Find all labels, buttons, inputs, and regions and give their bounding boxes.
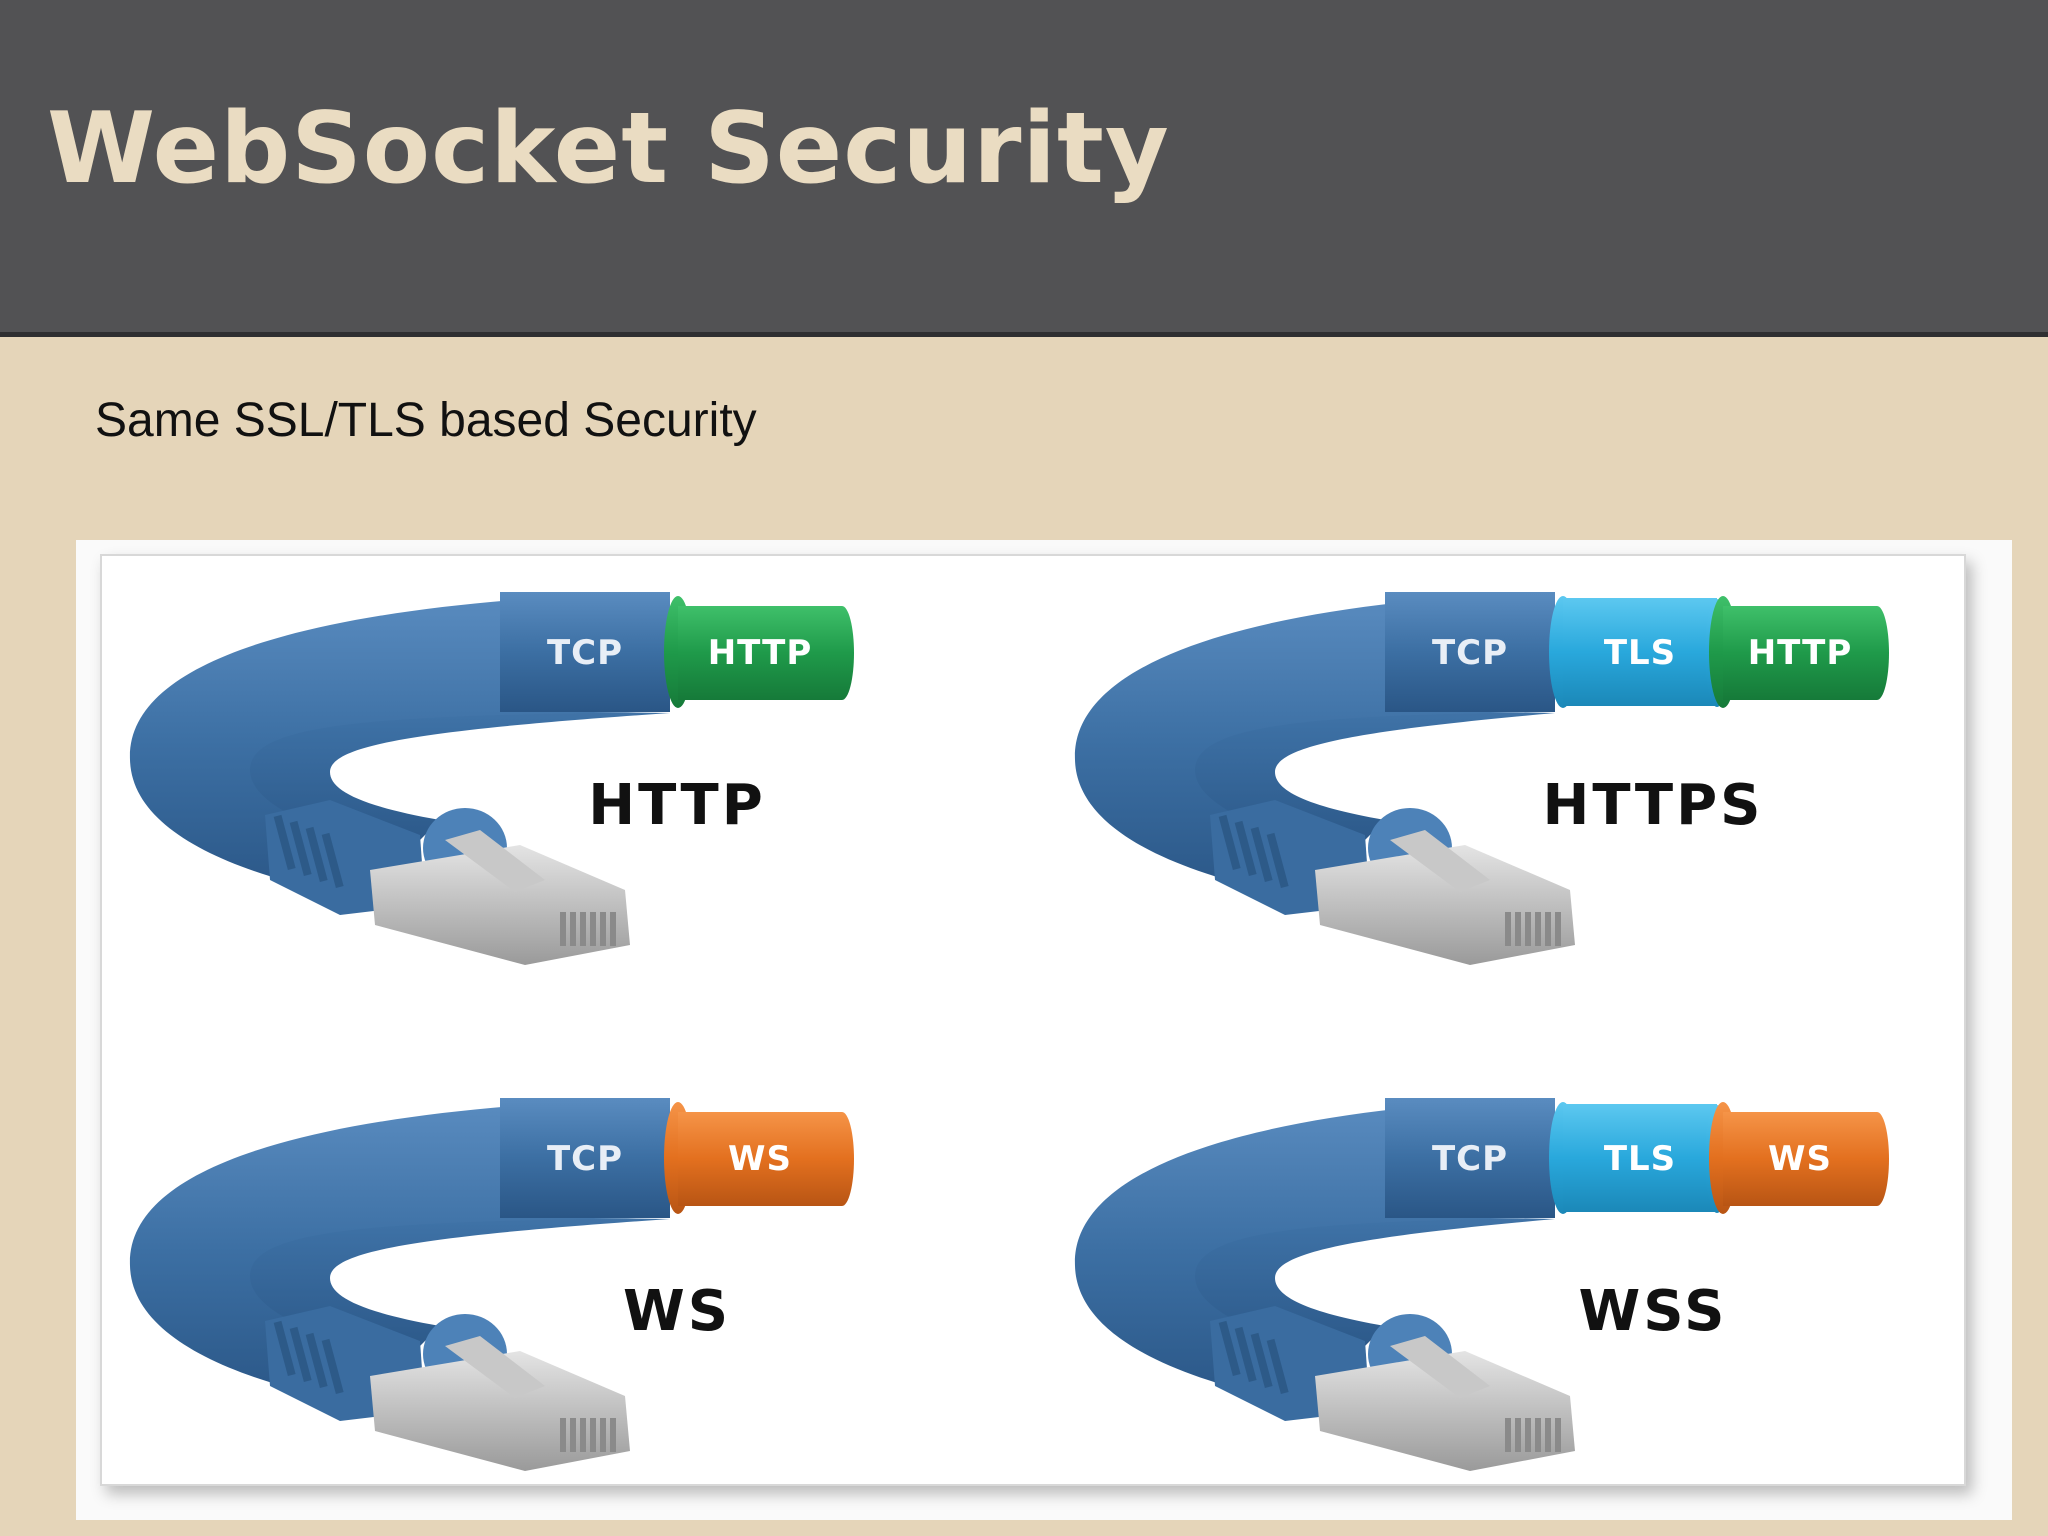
rj45-contact xyxy=(1515,1418,1521,1452)
rj45-contact xyxy=(610,1418,616,1452)
slide-title: WebSocket Security xyxy=(47,92,1170,206)
segment-http-end xyxy=(830,606,854,700)
segment-ws-end xyxy=(1865,1112,1889,1206)
segment-tls xyxy=(1563,1104,1717,1212)
segment-ws xyxy=(678,1112,842,1206)
tcp-segment xyxy=(500,592,670,712)
rj45-contact xyxy=(1555,912,1561,946)
rj45-contact xyxy=(610,912,616,946)
cable-body xyxy=(1160,1106,1555,1366)
rj45-contact xyxy=(590,912,596,946)
rj45-contact xyxy=(1535,912,1541,946)
boot-ridge xyxy=(1250,826,1273,883)
segment-http-end xyxy=(1865,606,1889,700)
segment-label-tls: TLS xyxy=(1604,1139,1676,1179)
cable-http: TCP HTTP HTTP xyxy=(129,592,854,965)
boot-ridge xyxy=(1234,1326,1257,1383)
slide-subtitle: Same SSL/TLS based Security xyxy=(95,394,757,447)
segment-label-tls: TLS xyxy=(1604,633,1676,673)
rj45-contact xyxy=(1505,912,1511,946)
rj45-latch xyxy=(1390,1336,1490,1398)
rj45-contact xyxy=(600,1418,606,1452)
tcp-segment xyxy=(1385,592,1555,712)
rj45-latch xyxy=(445,1336,545,1398)
segment-label-tcp: TCP xyxy=(547,633,623,673)
cable-ws: TCP WS WS xyxy=(129,1098,854,1471)
boot-ridge xyxy=(273,1320,296,1377)
protocol-name-wss: WSS xyxy=(1579,1279,1728,1344)
rj45-contact xyxy=(1505,1418,1511,1452)
segment-label-http: HTTP xyxy=(708,633,813,673)
segment-label-ws: WS xyxy=(728,1139,792,1179)
segment-label-tcp: TCP xyxy=(1432,1139,1508,1179)
tcp-segment xyxy=(1385,1098,1555,1218)
segment-ws-end xyxy=(830,1112,854,1206)
rj45-contact xyxy=(1535,1418,1541,1452)
rj45-latch xyxy=(1390,830,1490,892)
segment-label-ws: WS xyxy=(1768,1139,1832,1179)
rj45-contact xyxy=(1555,1418,1561,1452)
boot-ridge xyxy=(289,820,312,877)
segment-ws xyxy=(1723,1112,1877,1206)
protocol-name-https: HTTPS xyxy=(1543,773,1764,838)
boot-ridge xyxy=(305,826,328,883)
cable-body xyxy=(215,1106,670,1366)
protocol-name-http: HTTP xyxy=(588,773,766,838)
boot-ridge xyxy=(1266,832,1289,889)
rj45-contact xyxy=(580,912,586,946)
boot-ridge xyxy=(1250,1332,1273,1389)
boot-ridge xyxy=(321,832,344,889)
boot-ridge xyxy=(305,1332,328,1389)
boot-ridge xyxy=(1266,1338,1289,1395)
segment-label-http: HTTP xyxy=(1748,633,1853,673)
rj45-contact xyxy=(1545,1418,1551,1452)
rj45-contact xyxy=(590,1418,596,1452)
boot-ridge xyxy=(321,1338,344,1395)
boot-ridge xyxy=(289,1326,312,1383)
cable-body xyxy=(215,600,670,860)
rj45-contact xyxy=(600,912,606,946)
rj45-contact xyxy=(1525,1418,1531,1452)
slide-header: WebSocket Security xyxy=(0,0,2048,337)
segment-label-tcp: TCP xyxy=(1432,633,1508,673)
tcp-segment xyxy=(500,1098,670,1218)
segment-label-tcp: TCP xyxy=(547,1139,623,1179)
segment-tls xyxy=(1563,598,1717,706)
protocol-name-ws: WS xyxy=(623,1279,731,1344)
boot-ridge xyxy=(1234,820,1257,877)
rj45-contact xyxy=(570,912,576,946)
cable-https: TCP TLS HTTP HTTPS xyxy=(1074,592,1889,965)
segment-http xyxy=(1723,606,1877,700)
boot-ridge xyxy=(1218,814,1241,871)
rj45-contact xyxy=(1515,912,1521,946)
rj45-contact xyxy=(560,1418,566,1452)
rj45-contact xyxy=(560,912,566,946)
rj45-contact xyxy=(1545,912,1551,946)
rj45-contact xyxy=(1525,912,1531,946)
cable-body xyxy=(1160,600,1555,860)
rj45-contact xyxy=(580,1418,586,1452)
rj45-latch xyxy=(445,830,545,892)
cable-wss: TCP TLS WS WSS xyxy=(1074,1098,1889,1471)
segment-http xyxy=(678,606,842,700)
rj45-contact xyxy=(570,1418,576,1452)
boot-ridge xyxy=(273,814,296,871)
boot-ridge xyxy=(1218,1320,1241,1377)
